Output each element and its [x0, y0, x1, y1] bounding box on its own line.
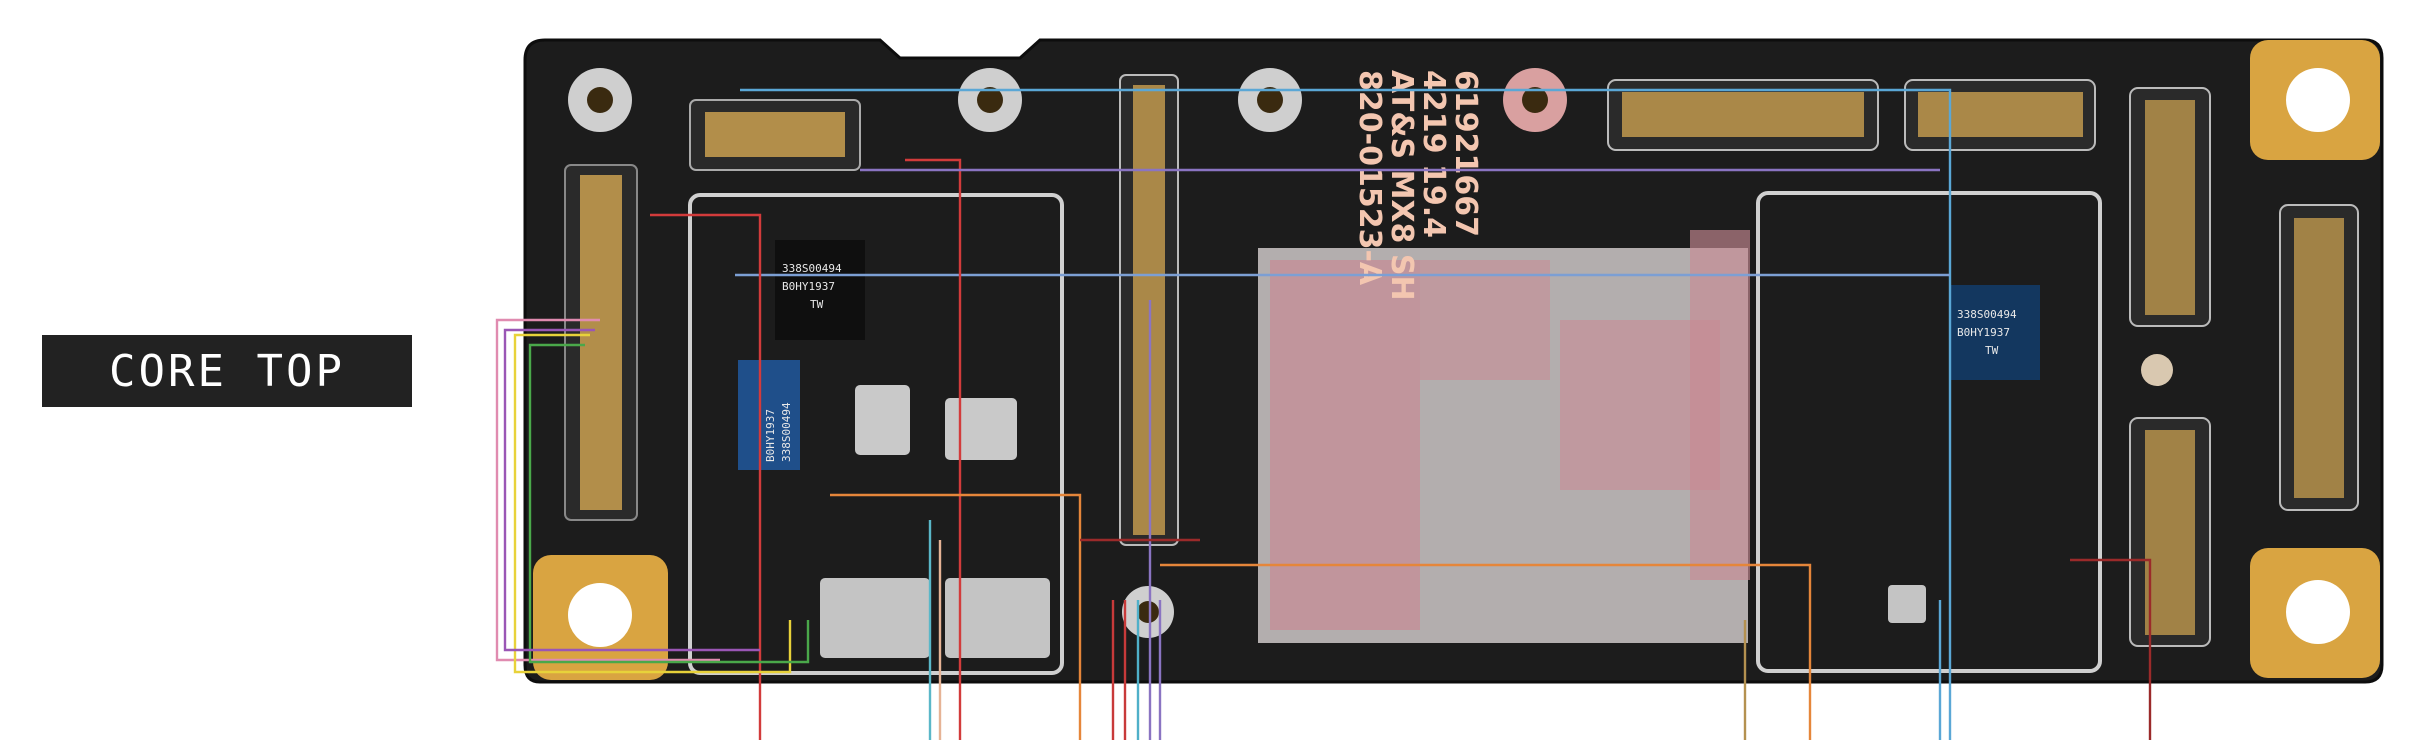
connector-right-lower — [2129, 417, 2211, 647]
soc-overlay-d — [1690, 230, 1750, 580]
wire-blue-top — [740, 88, 1952, 740]
pmic-left-top-line1: 338S00494 — [782, 262, 842, 275]
pmic-left-blue: 338S00494 B0HY1937 — [738, 360, 800, 470]
probe-wires — [495, 88, 2152, 740]
board-marking-line4: 61921667 — [1448, 70, 1483, 237]
inductors — [820, 385, 1926, 658]
pmic-left-blue-line1: 338S00494 — [780, 402, 793, 462]
gold-mount-bottom-right — [2250, 548, 2380, 678]
connector-top-small — [689, 99, 861, 171]
gold-mount-top-right — [2250, 40, 2380, 160]
connector-far-right — [2279, 204, 2359, 511]
pmic-right: 338S00494 B0HY1937 TW — [1950, 285, 2040, 380]
wire-pink-left — [495, 318, 720, 662]
soc-overlay-a — [1270, 260, 1420, 630]
wire-yellow-left — [513, 333, 792, 674]
wire-orange-2 — [830, 493, 1082, 740]
wire-orange-1 — [1160, 563, 1812, 740]
pmic-right-line2: B0HY1937 — [1957, 326, 2010, 339]
core-top-label: CORE TOP — [42, 335, 412, 407]
wire-darkred-2 — [2070, 558, 2152, 740]
right-shield-frame — [1756, 191, 2102, 673]
apple-logo-icon — [2141, 354, 2173, 386]
board-marking: 820-01523-A AT&S MX8 SH 4219 19.4 619216… — [1352, 70, 1483, 301]
connector-top-right-b — [1904, 79, 2096, 151]
pmic-right-line3: TW — [1985, 344, 1999, 357]
wire-red-1 — [650, 213, 762, 740]
screw-hole-4 — [1503, 68, 1567, 132]
pmic-left-top-line2: B0HY1937 — [782, 280, 835, 293]
connector-left-vertical — [564, 164, 638, 521]
board-marking-line2: AT&S MX8 SH — [1384, 70, 1419, 301]
gold-mount-bottom-left — [533, 555, 668, 680]
screw-hole-3 — [1238, 68, 1302, 132]
screw-hole-5 — [1122, 586, 1174, 638]
board-marking-line1: 820-01523-A — [1352, 70, 1387, 286]
wire-red-2 — [905, 158, 962, 740]
left-shield-frame — [688, 193, 1064, 675]
pmic-left-top-line3: TW — [810, 298, 824, 311]
connector-top-right-a — [1607, 79, 1879, 151]
connector-right-upper — [2129, 87, 2211, 327]
wire-green-left — [528, 343, 810, 664]
wire-purple-left — [503, 328, 760, 652]
pmic-right-line1: 338S00494 — [1957, 308, 2017, 321]
screw-hole-1 — [568, 68, 632, 132]
soc-overlay-b — [1420, 260, 1550, 380]
screw-hole-2 — [958, 68, 1022, 132]
pmic-left-blue-line2: B0HY1937 — [764, 409, 777, 462]
core-top-label-text: CORE TOP — [109, 345, 345, 397]
pmic-left-top: 338S00494 B0HY1937 TW — [775, 240, 865, 340]
board-marking-line3: 4219 19.4 — [1416, 70, 1451, 238]
